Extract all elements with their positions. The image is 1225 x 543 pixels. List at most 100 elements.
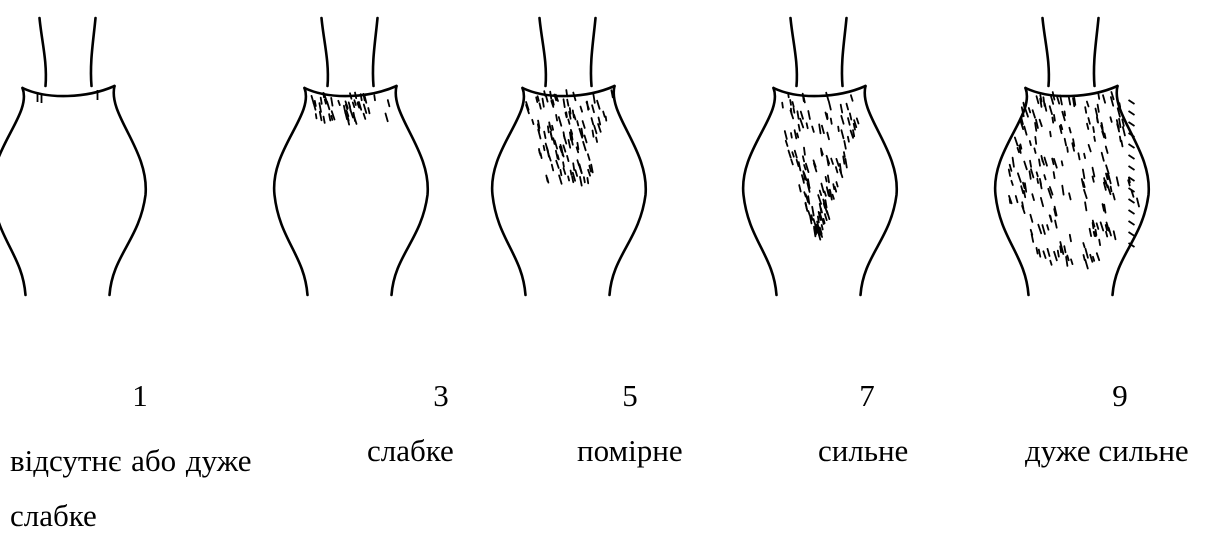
- hair-mark: [1055, 221, 1057, 228]
- hair-mark: [1029, 108, 1030, 112]
- hair-mark: [815, 228, 816, 235]
- hair-mark: [844, 141, 846, 149]
- hair-mark: [580, 177, 582, 186]
- hair-mark: [788, 93, 789, 97]
- hair-mark: [1047, 225, 1048, 230]
- hair-mark: [592, 118, 594, 124]
- hair-mark: [588, 170, 590, 176]
- hair-mark: [583, 142, 586, 151]
- hair-mark: [1032, 194, 1034, 200]
- hair-mark: [368, 108, 369, 113]
- hair-mark: [806, 164, 809, 172]
- hair-mark: [1106, 181, 1108, 188]
- hair-mark: [1069, 128, 1070, 133]
- hair-mark: [1110, 117, 1111, 122]
- body-right-outline: [110, 86, 146, 295]
- hair-mark: [1040, 182, 1041, 188]
- hair-mark: [1058, 251, 1059, 257]
- pubescence-level-7-drawing: [743, 18, 897, 295]
- hair-mark: [790, 100, 791, 105]
- hair-mark: [315, 101, 316, 106]
- hair-mark: [812, 207, 814, 216]
- hair-mark: [606, 117, 607, 121]
- hair-mark: [1033, 110, 1035, 118]
- level-3-number: 3: [411, 378, 471, 414]
- hair-mark: [1025, 109, 1028, 117]
- hair-mark: [1102, 153, 1104, 161]
- hair-mark: [1129, 199, 1135, 203]
- hair-mark: [1106, 147, 1108, 154]
- hair-mark: [536, 97, 537, 102]
- hair-mark: [581, 107, 583, 112]
- hair-mark: [594, 126, 596, 134]
- hair-mark: [1030, 161, 1031, 167]
- hair-mark: [1093, 177, 1094, 182]
- hair-mark: [847, 104, 849, 110]
- hair-mark: [848, 118, 850, 125]
- hair-mark: [1129, 221, 1135, 225]
- hair-mark: [831, 119, 832, 124]
- hair-mark: [794, 108, 795, 113]
- hair-mark: [1010, 165, 1012, 171]
- hair-mark: [822, 225, 823, 230]
- hair-mark: [1054, 252, 1057, 260]
- hair-mark: [1084, 190, 1087, 198]
- hair-mark: [812, 215, 813, 220]
- hair-mark: [587, 102, 589, 109]
- hair-mark: [325, 100, 326, 104]
- hair-mark: [1137, 198, 1139, 206]
- hair-mark: [1085, 202, 1086, 210]
- hair-mark: [323, 93, 324, 97]
- hair-mark: [827, 133, 829, 140]
- hair-mark: [583, 121, 585, 128]
- hair-mark: [1024, 127, 1026, 135]
- hair-mark: [1062, 161, 1063, 165]
- hair-mark: [1119, 103, 1120, 107]
- hair-mark: [785, 131, 787, 139]
- hair-mark: [1117, 177, 1119, 185]
- hair-mark: [569, 140, 571, 148]
- hair-mark: [1106, 232, 1107, 237]
- hair-mark: [1085, 107, 1086, 113]
- stem-left-line: [40, 18, 46, 86]
- hair-mark: [1013, 158, 1014, 167]
- hair-mark: [1050, 261, 1051, 265]
- hair-mark: [1038, 225, 1041, 234]
- hair-mark: [799, 125, 800, 131]
- hair-mark: [1069, 193, 1071, 199]
- hair-mark: [802, 175, 804, 180]
- hair-mark: [1016, 196, 1018, 202]
- hair-mark: [365, 96, 367, 103]
- hair-mark: [568, 120, 569, 124]
- hair-mark: [1037, 179, 1038, 183]
- hair-mark: [1094, 137, 1095, 141]
- level-9-number: 9: [1090, 378, 1150, 414]
- hair-mark: [819, 229, 820, 235]
- hair-mark: [544, 146, 545, 150]
- hair-mark: [797, 111, 798, 118]
- hair-mark: [563, 162, 564, 167]
- body-right-outline: [861, 86, 897, 295]
- hair-mark: [316, 114, 317, 118]
- pubescence-illustrations: [0, 0, 1225, 360]
- hair-mark: [795, 130, 797, 138]
- hair-mark: [836, 182, 837, 186]
- hair-mark: [833, 195, 834, 199]
- hair-mark: [825, 203, 826, 207]
- hair-mark: [593, 131, 594, 137]
- hair-mark: [805, 203, 807, 211]
- hair-mark: [818, 217, 819, 223]
- hair-mark: [1022, 206, 1025, 213]
- hair-mark: [843, 156, 844, 163]
- level-5-number: 5: [600, 378, 660, 414]
- hair-mark: [1070, 235, 1071, 242]
- hair-mark: [1052, 118, 1053, 123]
- hair-mark: [1129, 111, 1135, 115]
- hair-mark: [564, 168, 566, 174]
- hair-mark: [1087, 102, 1089, 107]
- hair-mark: [827, 114, 828, 119]
- level-7-number: 7: [837, 378, 897, 414]
- hair-mark: [571, 171, 572, 175]
- hair-mark: [812, 127, 814, 132]
- hair-mark: [564, 99, 565, 107]
